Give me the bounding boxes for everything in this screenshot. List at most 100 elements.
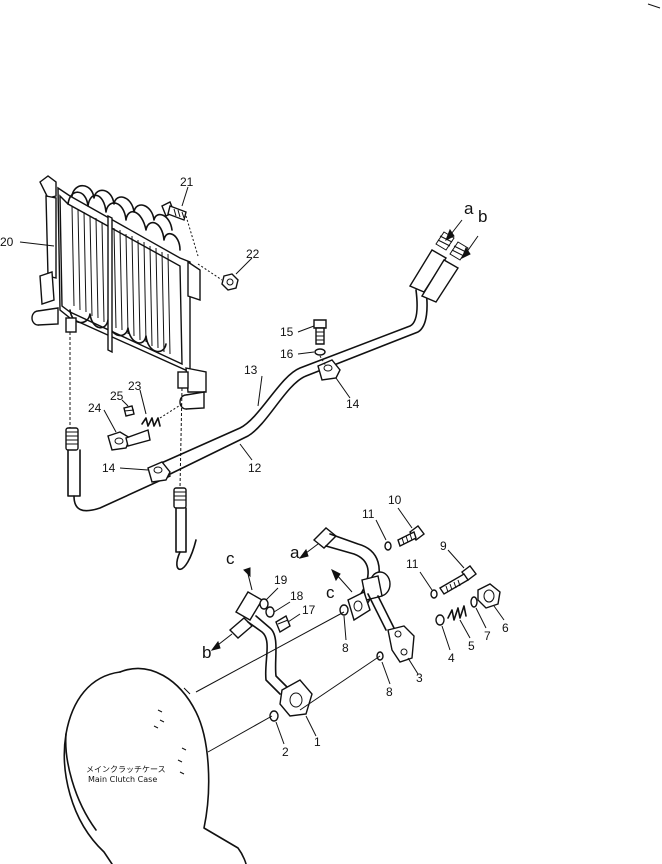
dashed-line-21 (185, 215, 199, 257)
leader-24 (103, 409, 117, 433)
o-ring-4 (435, 614, 445, 626)
bolt-21 (161, 201, 187, 221)
callout-15: 15 (280, 325, 294, 339)
leader-13 (257, 375, 263, 407)
bracket-3 (387, 625, 415, 663)
washer-19 (259, 598, 269, 610)
spring-23 (141, 417, 161, 427)
callout-13: 13 (244, 363, 258, 377)
letter-a-mid: a (290, 543, 300, 562)
pipe-12-13 (149, 231, 469, 479)
callout-24: 24 (88, 401, 102, 415)
dashed-line-23 (159, 403, 183, 419)
washer-11-upper (384, 541, 392, 551)
arrowhead-a-top (445, 228, 455, 242)
leader-11-lower (419, 571, 433, 591)
washer-11-lower (430, 589, 438, 599)
callout-6: 6 (502, 621, 509, 635)
bolt-15 (313, 319, 327, 345)
leader-20 (19, 241, 55, 247)
leader-15 (297, 325, 315, 333)
callout-19: 19 (274, 573, 288, 587)
letter-b-left: b (202, 643, 211, 662)
callout-16: 16 (280, 347, 294, 361)
plug-6 (477, 583, 501, 609)
spring-5 (447, 605, 467, 621)
corner-mark (647, 3, 661, 9)
clamp-14-upper (317, 359, 341, 381)
arrowhead-b-top (461, 246, 471, 260)
callout-1: 1 (314, 735, 321, 749)
case-label-en: Main Clutch Case (88, 775, 157, 784)
connection-line-lower (207, 715, 273, 753)
callout-8-upper: 8 (342, 641, 349, 655)
callout-10: 10 (388, 493, 402, 507)
callout-5: 5 (468, 639, 475, 653)
callout-12: 12 (248, 461, 262, 475)
leader-14-lower (119, 467, 149, 471)
arrow-c-left (247, 573, 253, 591)
callout-9: 9 (440, 539, 447, 553)
hose-left (65, 332, 171, 512)
case-label-jp: メインクラッチケース (86, 765, 166, 774)
callout-14-lower: 14 (102, 461, 116, 475)
leader-21 (181, 186, 189, 207)
washer-16 (314, 348, 326, 356)
leader-17 (287, 613, 301, 623)
arrowhead-c-left (243, 567, 251, 578)
bolt-9 (439, 565, 477, 595)
leader-22 (235, 257, 253, 275)
arrow-c-mid (335, 573, 353, 593)
arrowhead-a-mid (298, 548, 309, 559)
pipe-assembly-upper (312, 527, 395, 631)
clamp-14-lower (147, 461, 171, 483)
dashed-line-15 (319, 355, 327, 367)
letter-b-top: b (478, 207, 487, 226)
main-clutch-case (63, 667, 247, 864)
callout-22: 22 (246, 247, 260, 261)
callout-14-upper: 14 (346, 397, 360, 411)
callout-25: 25 (110, 389, 124, 403)
leader-19 (265, 587, 279, 601)
leader-1 (305, 715, 317, 737)
bolt-10 (397, 525, 425, 547)
callout-11-upper: 11 (362, 507, 375, 521)
leader-8-lower (381, 661, 391, 685)
adapter-24 (107, 429, 151, 451)
leader-3 (407, 657, 419, 675)
connection-line-upper (195, 611, 345, 693)
callout-3: 3 (416, 671, 423, 685)
leader-9 (447, 549, 465, 569)
arrowhead-c-mid (331, 568, 341, 582)
leader-12 (239, 443, 253, 461)
plug-25 (123, 405, 135, 417)
callout-2: 2 (282, 745, 289, 759)
leader-23 (139, 389, 147, 415)
callout-7: 7 (484, 629, 491, 643)
leader-25 (121, 399, 129, 407)
o-ring-2 (269, 710, 279, 722)
leader-8-upper (343, 615, 347, 641)
dashed-line-22 (197, 263, 223, 281)
leader-14-upper (335, 377, 351, 399)
callout-18: 18 (290, 589, 304, 603)
o-ring-8-upper (339, 604, 349, 616)
washer-7 (470, 596, 478, 608)
hose-right (173, 387, 197, 571)
letter-c-mid: c (326, 583, 335, 602)
leader-11-upper (375, 519, 387, 541)
callout-8-lower: 8 (386, 685, 393, 699)
callout-17: 17 (302, 603, 316, 617)
callout-23: 23 (128, 379, 142, 393)
bolt-17 (275, 614, 291, 634)
arrowhead-b-left (210, 640, 221, 651)
leader-7 (475, 607, 487, 629)
letter-c-left: c (226, 549, 235, 568)
callout-11-lower: 11 (406, 557, 419, 571)
oil-cooler (31, 175, 207, 410)
leader-2 (275, 721, 285, 745)
washer-18 (265, 606, 275, 618)
leader-4 (441, 625, 451, 651)
callout-4: 4 (448, 651, 455, 665)
